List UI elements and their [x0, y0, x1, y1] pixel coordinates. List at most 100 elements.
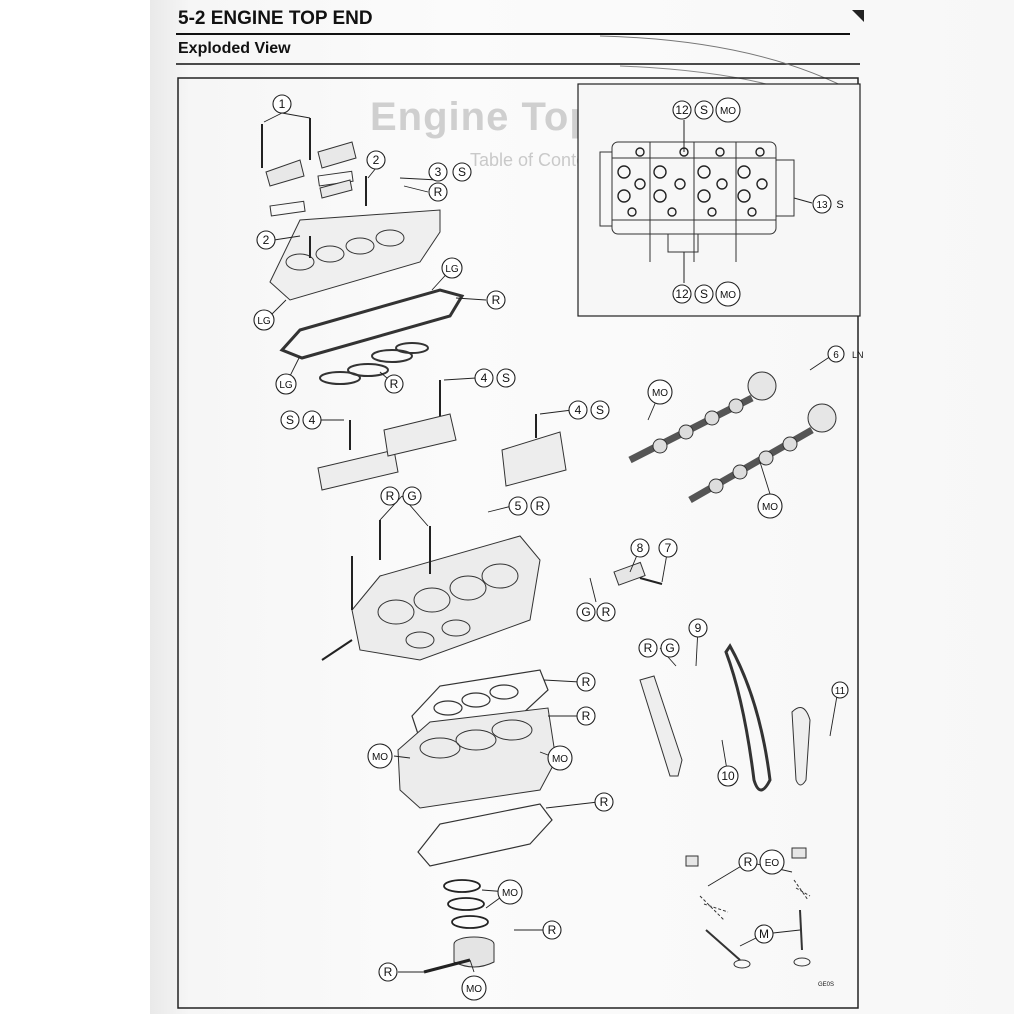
label-8: 8	[637, 541, 644, 555]
label-3: 3	[435, 165, 442, 179]
label-g-rg: G	[407, 489, 416, 503]
label-4-right: 4	[575, 403, 582, 417]
callout-r-pin	[378, 962, 398, 982]
label-12-top-s: S	[700, 103, 708, 117]
label-5-r: R	[536, 499, 545, 513]
callout-3-s	[452, 162, 472, 182]
callout-r-rg	[380, 486, 400, 506]
callout-lg-bottom	[275, 373, 297, 395]
label-12-bottom-s: S	[700, 287, 708, 301]
callout-r-tensioner	[596, 602, 616, 622]
callout-mo-exhaust	[757, 493, 783, 519]
label-9: 9	[695, 621, 702, 635]
label-mo-rings: MO	[502, 888, 518, 899]
callout-9	[688, 618, 708, 638]
label-r-block: R	[582, 709, 591, 723]
callout-12-top-s	[694, 100, 714, 120]
label-4-top: 4	[481, 371, 488, 385]
label-mo-block-left: MO	[372, 752, 388, 763]
intake-camshaft	[628, 371, 777, 464]
callouts	[253, 94, 849, 1001]
callout-4-right-s	[590, 400, 610, 420]
chain-guide-left	[639, 675, 683, 777]
cylinder-head	[351, 535, 541, 661]
label-2-left: 2	[263, 233, 270, 247]
callout-12-bottom	[672, 284, 692, 304]
label-r-gasket: R	[492, 293, 501, 307]
page-corner-arrow-icon	[852, 10, 864, 22]
label-7: 7	[665, 541, 672, 555]
callout-labels: 1 2 3 S R 2 LG R LG LG R 4 S S 4 4 S R G…	[257, 97, 863, 995]
label-lg-top: LG	[445, 264, 459, 275]
exhaust-camshaft	[688, 403, 837, 504]
head-cover	[269, 170, 441, 301]
page-curl-line	[599, 35, 859, 95]
callout-r-gasket	[486, 290, 506, 310]
callout-mo-piston	[461, 975, 487, 1001]
bleed-through-subtitle: Table of Contents	[470, 150, 611, 170]
label-r-pin: R	[384, 965, 393, 979]
label-m-valve: M	[759, 927, 769, 941]
label-mo-piston: MO	[466, 984, 482, 995]
label-r-valve: R	[744, 855, 753, 869]
label-12-bottom: 12	[675, 287, 689, 301]
head-cover-gasket	[279, 288, 465, 360]
label-13-s: S	[836, 199, 843, 211]
callout-7	[658, 538, 678, 558]
label-mo-intake: MO	[652, 388, 668, 399]
piston-pin	[423, 958, 471, 974]
cam-chain	[724, 643, 772, 792]
label-mo-exhaust: MO	[762, 502, 778, 513]
plug-hole-gaskets	[319, 342, 429, 385]
label-lg-bottom: LG	[279, 380, 293, 391]
callout-4-top	[474, 368, 494, 388]
callout-8	[630, 538, 650, 558]
inset-frame	[577, 83, 861, 317]
label-r-plug: R	[390, 377, 399, 391]
callout-r-head-gasket	[576, 672, 596, 692]
label-12-top-mo: MO	[720, 106, 736, 117]
callout-r-9	[638, 638, 658, 658]
diagram-frame	[177, 77, 859, 1009]
callout-g-9	[660, 638, 680, 658]
callout-g-rg	[402, 486, 422, 506]
inset-cylinder-head-top-view	[599, 141, 795, 262]
callout-r-block	[576, 706, 596, 726]
label-r-rg: R	[386, 489, 395, 503]
callout-2-left	[256, 230, 276, 250]
inset-leader-13	[793, 197, 813, 204]
label-r-head-gasket: R	[582, 675, 591, 689]
label-11: 11	[835, 686, 846, 697]
section-title: 5-2 ENGINE TOP END	[178, 8, 373, 29]
callout-r-plug	[384, 374, 404, 394]
callout-4-top-s	[496, 368, 516, 388]
cylinder-block	[397, 707, 557, 809]
callout-4-right	[568, 400, 588, 420]
base-gasket	[417, 803, 553, 867]
camshaft-caps	[317, 413, 567, 491]
callout-mo-block-left	[367, 743, 393, 769]
label-r-tensioner: R	[602, 605, 611, 619]
label-2-top: 2	[373, 153, 380, 167]
cam-chain-tensioner	[613, 561, 663, 586]
label-1: 1	[279, 97, 286, 111]
cover-bolts	[261, 118, 367, 258]
label-6-ln: LN	[852, 350, 864, 360]
label-g-9: G	[665, 641, 674, 655]
valve-assembly-left	[685, 855, 751, 969]
callout-s-left	[280, 410, 300, 430]
callout-12-bottom-s	[694, 284, 714, 304]
callout-r-3	[428, 182, 448, 202]
callout-13	[812, 194, 832, 214]
label-4-top-s: S	[502, 371, 510, 385]
label-eo-valve: EO	[765, 858, 780, 869]
label-4-right-s: S	[596, 403, 604, 417]
label-13: 13	[816, 200, 828, 211]
callout-2-top	[366, 150, 386, 170]
callout-m-valve	[754, 924, 774, 944]
callout-r-valve	[738, 852, 758, 872]
callout-10	[717, 765, 739, 787]
label-3-s: S	[458, 165, 466, 179]
label-g-tensioner: G	[581, 605, 590, 619]
